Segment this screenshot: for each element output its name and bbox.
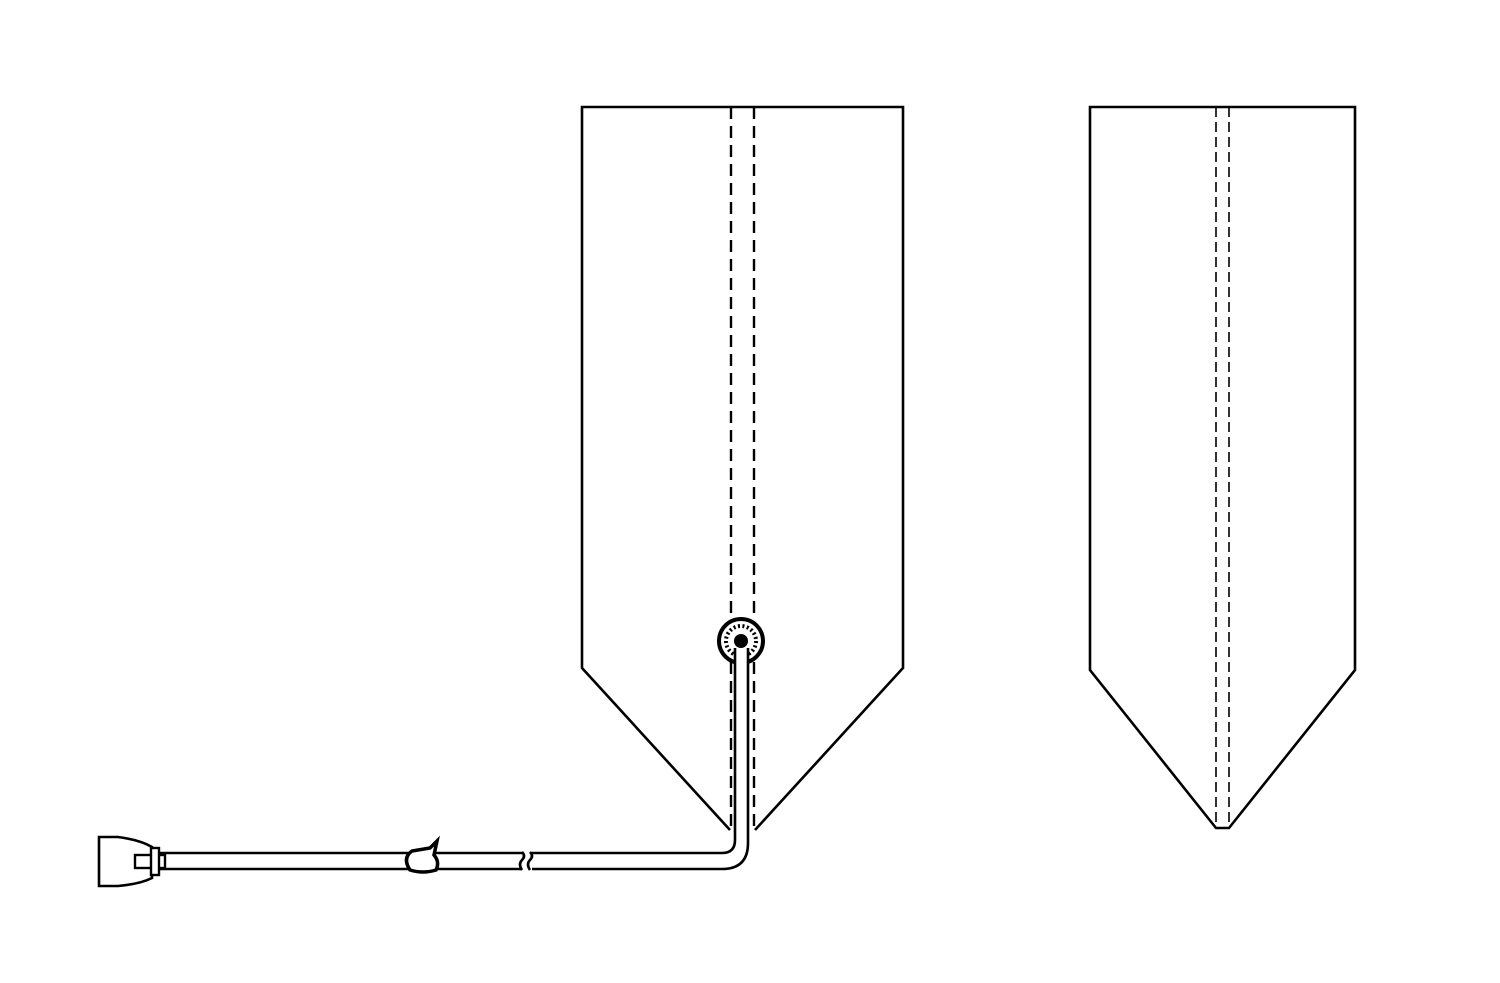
tube [158, 648, 750, 871]
connector [97, 835, 167, 888]
bag-outline [1088, 105, 1357, 830]
tube-break-symbol [518, 851, 534, 871]
bag-outline [580, 105, 905, 831]
bag-plain [1088, 105, 1357, 830]
bag-with-tube [97, 105, 905, 888]
clamp [404, 835, 440, 874]
